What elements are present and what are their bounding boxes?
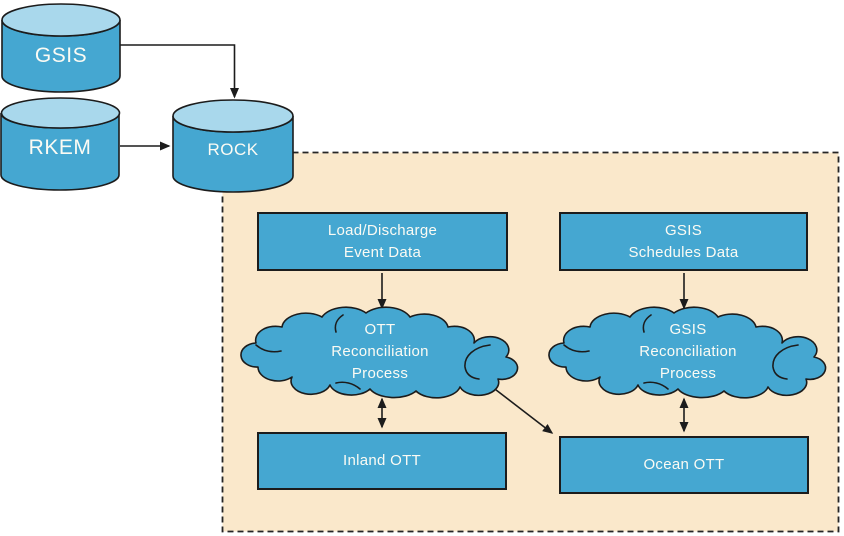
box-gsis-schedules-label: GSIS Schedules Data: [628, 221, 739, 261]
box-inland-ott: Inland OTT: [257, 432, 507, 490]
box-load-discharge-event-data: Load/Discharge Event Data: [257, 212, 508, 271]
box-load-discharge-label: Load/Discharge Event Data: [327, 221, 438, 261]
box-ocean-ott-label: Ocean OTT: [643, 456, 725, 474]
box-inland-ott-label: Inland OTT: [342, 452, 422, 470]
cylinder-rock: [172, 99, 294, 193]
box-gsis-schedules-data: GSIS Schedules Data: [559, 212, 808, 271]
cylinder-rkem: [0, 97, 121, 191]
cloud-ott-reconciliation: [240, 306, 519, 399]
connector-ott-cloud-to-ocean-ott: [485, 382, 554, 434]
box-ocean-ott: Ocean OTT: [559, 436, 809, 494]
cylinder-gsis: [1, 3, 121, 93]
connector-gsis-to-rock: [120, 44, 239, 99]
cloud-gsis-reconciliation: [548, 306, 827, 399]
